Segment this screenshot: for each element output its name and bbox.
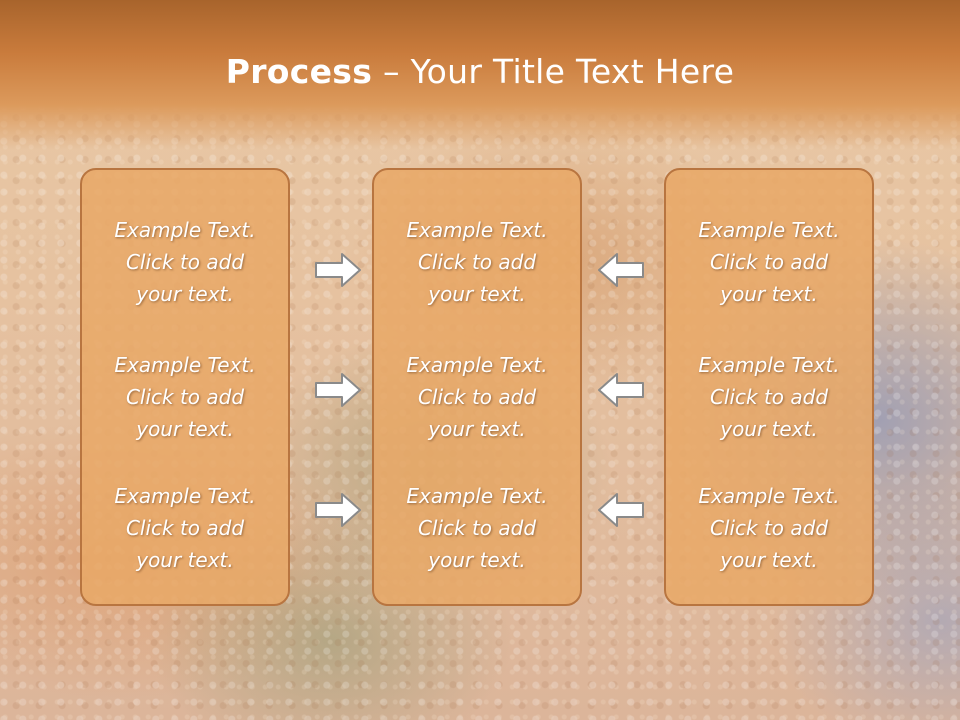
text-line: Click to add <box>709 385 829 409</box>
text-line: Click to add <box>125 385 245 409</box>
arrow-right-icon <box>315 493 361 527</box>
text-line: Example Text. <box>114 218 256 242</box>
text-line: your text. <box>720 282 818 306</box>
text-line: Example Text. <box>406 353 548 377</box>
text-block[interactable]: Example Text. Click to add your text. <box>666 480 872 576</box>
text-box-left[interactable]: Example Text. Click to add your text. Ex… <box>80 168 290 606</box>
text-line: your text. <box>720 548 818 572</box>
title-rest: Your Title Text Here <box>410 52 735 91</box>
text-line: your text. <box>428 548 526 572</box>
text-line: Click to add <box>709 516 829 540</box>
text-line: Example Text. <box>114 484 256 508</box>
text-line: Click to add <box>417 385 537 409</box>
arrow-left-icon <box>598 373 644 407</box>
text-line: Example Text. <box>406 484 548 508</box>
text-line: Click to add <box>709 250 829 274</box>
text-line: your text. <box>428 417 526 441</box>
text-block[interactable]: Example Text. Click to add your text. <box>374 349 580 445</box>
arrow-left-icon <box>598 493 644 527</box>
text-line: Click to add <box>125 516 245 540</box>
arrow-left-icon <box>598 253 644 287</box>
text-line: Example Text. <box>698 484 840 508</box>
arrow-right-icon <box>315 253 361 287</box>
text-line: your text. <box>720 417 818 441</box>
title-bold: Process <box>225 52 373 91</box>
text-line: Click to add <box>417 250 537 274</box>
text-box-center[interactable]: Example Text. Click to add your text. Ex… <box>372 168 582 606</box>
text-line: your text. <box>136 417 234 441</box>
text-block[interactable]: Example Text. Click to add your text. <box>82 480 288 576</box>
text-block[interactable]: Example Text. Click to add your text. <box>666 349 872 445</box>
text-line: Click to add <box>417 516 537 540</box>
text-block[interactable]: Example Text. Click to add your text. <box>374 214 580 310</box>
text-block[interactable]: Example Text. Click to add your text. <box>82 214 288 310</box>
text-line: Example Text. <box>698 218 840 242</box>
header-band <box>0 0 960 150</box>
title-dash: – <box>372 52 411 91</box>
text-line: your text. <box>428 282 526 306</box>
slide-title[interactable]: Process – Your Title Text Here <box>0 52 960 91</box>
arrow-right-icon <box>315 373 361 407</box>
text-line: Example Text. <box>698 353 840 377</box>
text-line: your text. <box>136 282 234 306</box>
text-line: Example Text. <box>406 218 548 242</box>
text-line: Example Text. <box>114 353 256 377</box>
text-block[interactable]: Example Text. Click to add your text. <box>374 480 580 576</box>
text-line: Click to add <box>125 250 245 274</box>
text-box-right[interactable]: Example Text. Click to add your text. Ex… <box>664 168 874 606</box>
text-block[interactable]: Example Text. Click to add your text. <box>666 214 872 310</box>
text-line: your text. <box>136 548 234 572</box>
text-block[interactable]: Example Text. Click to add your text. <box>82 349 288 445</box>
